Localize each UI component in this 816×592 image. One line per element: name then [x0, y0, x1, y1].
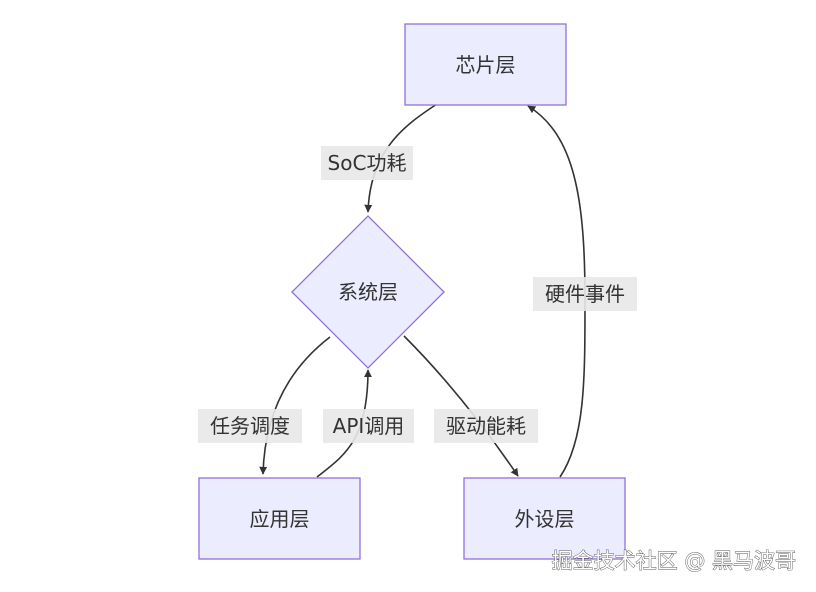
edge-label-soc-power: SoC功耗: [321, 146, 413, 180]
node-peripheral-label: 外设层: [515, 507, 575, 531]
node-chip-label: 芯片层: [456, 53, 516, 77]
edge-soc-power: [364, 103, 438, 213]
node-system-layer: 系统层: [291, 215, 445, 369]
node-app-layer: 应用层: [198, 477, 361, 560]
edge-driver-power: [403, 335, 519, 477]
edge-label-task-scheduling-text: 任务调度: [210, 414, 290, 438]
node-app-label: 应用层: [250, 507, 310, 531]
node-peripheral-layer: 外设层: [463, 477, 626, 560]
edge-label-task-scheduling: 任务调度: [198, 409, 302, 443]
edge-label-hardware-event-text: 硬件事件: [545, 282, 625, 306]
edge-label-driver-power: 驱动能耗: [434, 409, 538, 443]
edge-label-hardware-event: 硬件事件: [533, 277, 637, 311]
edge-label-api-call-text: API调用: [333, 414, 405, 438]
node-chip-layer: 芯片层: [404, 23, 567, 106]
edge-label-soc-power-text: SoC功耗: [328, 151, 407, 175]
edge-label-api-call: API调用: [323, 409, 414, 443]
edge-task-scheduling: [259, 336, 331, 475]
watermark: 掘金技术社区 @ 黑马波哥: [552, 549, 796, 573]
node-system-label: 系统层: [338, 280, 398, 304]
edge-label-driver-power-text: 驱动能耗: [446, 414, 526, 438]
